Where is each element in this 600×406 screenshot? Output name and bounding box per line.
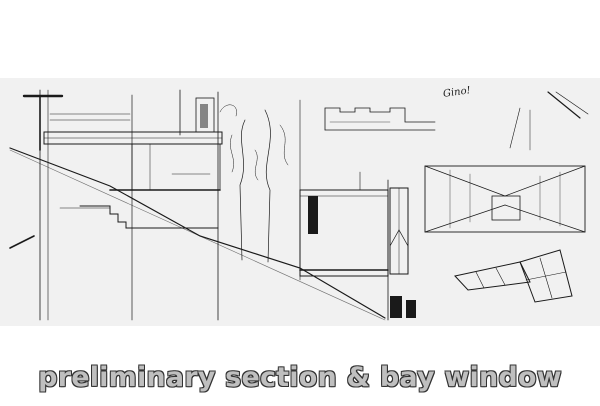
ground-slope-line <box>9 147 386 319</box>
drawing-caption: preliminary section & bay window <box>38 362 562 393</box>
